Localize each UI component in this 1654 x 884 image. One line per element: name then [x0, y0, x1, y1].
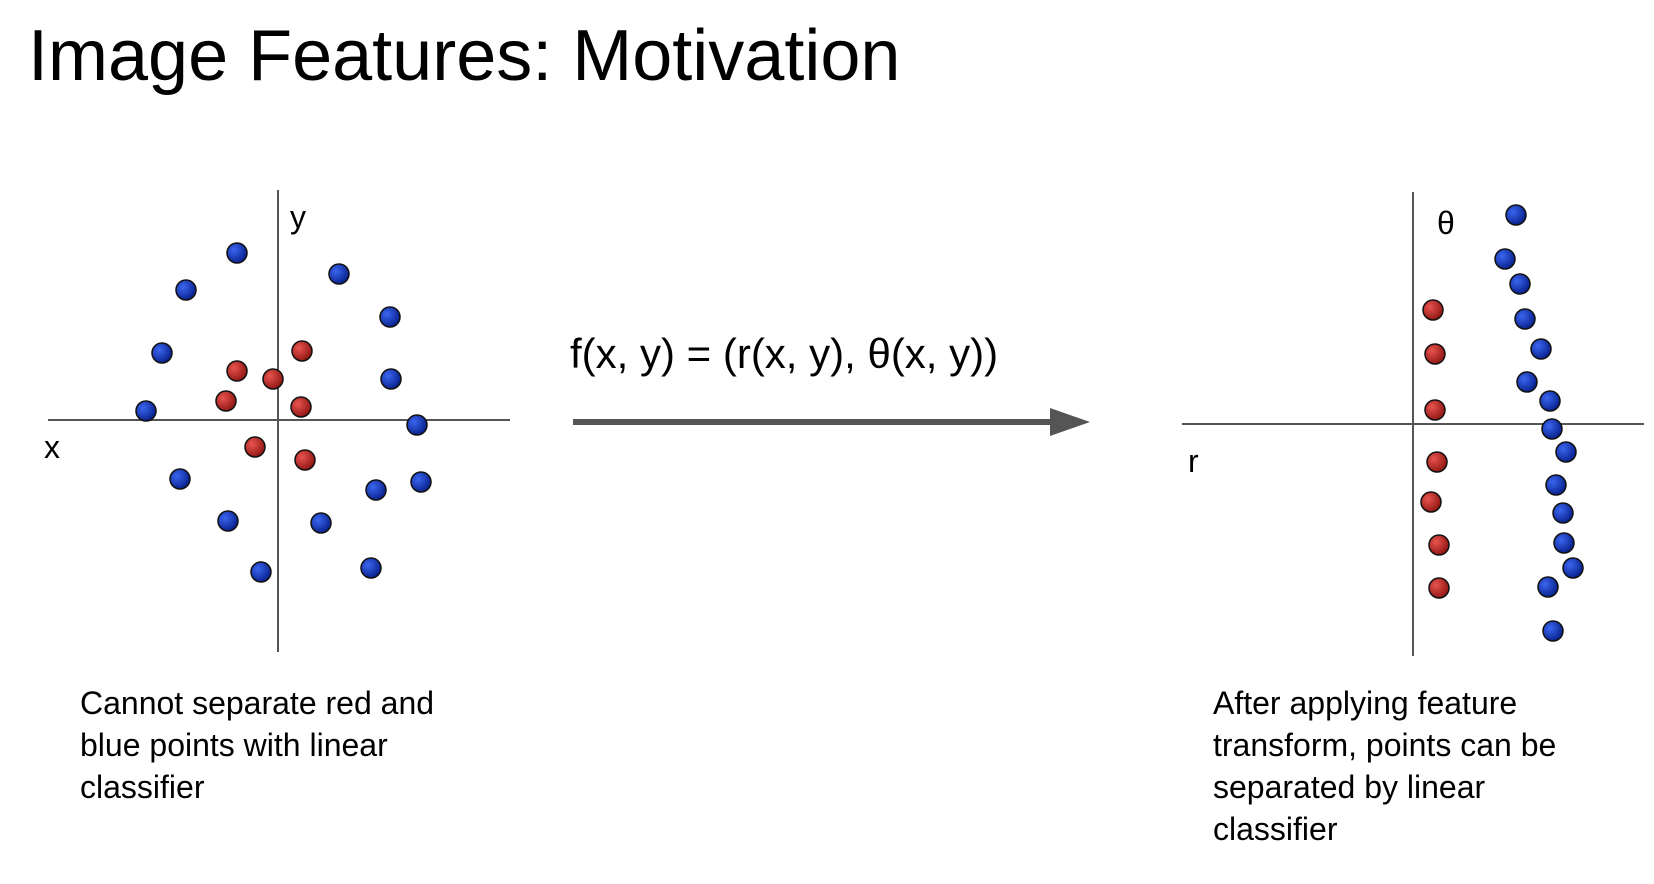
- left-blue-point-11: [217, 510, 239, 532]
- left-red-point-18: [215, 390, 237, 412]
- left-blue-point-7: [406, 414, 428, 436]
- left-blue-point-5: [380, 368, 402, 390]
- left-blue-point-1: [175, 279, 197, 301]
- transform-formula: f(x, y) = (r(x, y), θ(x, y)): [570, 330, 998, 377]
- right-blue-point-17: [1552, 502, 1574, 524]
- left-blue-point-13: [250, 561, 272, 583]
- right-blue-point-16: [1545, 474, 1567, 496]
- left-red-point-17: [262, 368, 284, 390]
- left-plot: x y: [44, 190, 510, 652]
- left-blue-point-4: [151, 342, 173, 364]
- right-x-axis-label: r: [1188, 443, 1199, 479]
- right-red-point-3: [1426, 451, 1448, 473]
- right-blue-point-9: [1509, 273, 1531, 295]
- left-blue-point-14: [360, 557, 382, 579]
- left-x-axis-label: x: [44, 429, 60, 465]
- right-blue-point-12: [1516, 371, 1538, 393]
- right-blue-point-13: [1539, 390, 1561, 412]
- left-red-point-19: [290, 396, 312, 418]
- left-blue-point-2: [328, 263, 350, 285]
- right-blue-point-7: [1505, 204, 1527, 226]
- left-red-point-16: [226, 360, 248, 382]
- right-blue-point-11: [1530, 338, 1552, 360]
- transform: f(x, y) = (r(x, y), θ(x, y)): [570, 330, 1090, 436]
- right-caption: After applying feature transform, points…: [1213, 685, 1557, 847]
- right-red-point-0: [1422, 299, 1444, 321]
- right-blue-point-14: [1541, 418, 1563, 440]
- right-y-axis-label: θ: [1437, 205, 1455, 241]
- right-blue-point-15: [1555, 441, 1577, 463]
- right-blue-point-19: [1562, 557, 1584, 579]
- right-blue-point-21: [1542, 620, 1564, 642]
- slide-title: Image Features: Motivation: [28, 16, 901, 96]
- left-caption: Cannot separate red and blue points with…: [80, 685, 435, 805]
- left-blue-point-9: [410, 471, 432, 493]
- left-blue-point-8: [169, 468, 191, 490]
- right-blue-point-20: [1537, 576, 1559, 598]
- left-y-axis-label: y: [290, 199, 306, 235]
- right-points: [1420, 204, 1584, 642]
- right-red-point-6: [1428, 577, 1450, 599]
- right-red-point-5: [1428, 534, 1450, 556]
- right-red-point-2: [1424, 399, 1446, 421]
- left-blue-point-12: [310, 512, 332, 534]
- right-blue-point-18: [1553, 532, 1575, 554]
- left-red-point-15: [291, 340, 313, 362]
- right-plot: r θ: [1182, 192, 1644, 656]
- left-blue-point-10: [365, 479, 387, 501]
- left-blue-point-6: [135, 400, 157, 422]
- left-points: [135, 242, 432, 583]
- right-blue-point-8: [1494, 248, 1516, 270]
- left-blue-point-3: [379, 306, 401, 328]
- left-blue-point-0: [226, 242, 248, 264]
- right-red-point-1: [1424, 343, 1446, 365]
- transform-arrow-head: [1050, 408, 1090, 436]
- right-blue-point-10: [1514, 308, 1536, 330]
- right-red-point-4: [1420, 491, 1442, 513]
- left-red-point-21: [294, 449, 316, 471]
- left-red-point-20: [244, 436, 266, 458]
